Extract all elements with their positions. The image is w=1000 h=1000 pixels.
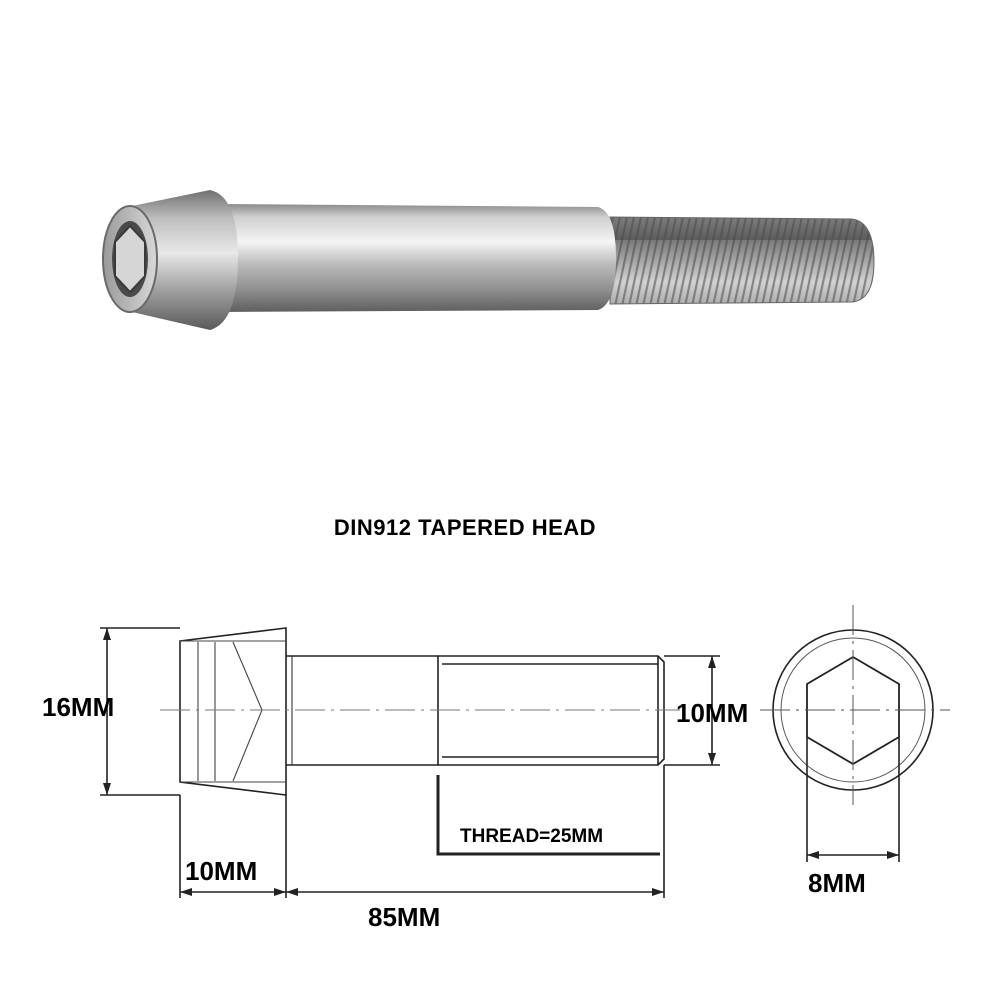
drawing-head-detail xyxy=(180,640,286,783)
dim-85mm-line xyxy=(286,765,665,898)
dim-8mm-line xyxy=(806,737,900,862)
photo-hex-socket-icon xyxy=(114,224,146,294)
photo-thread xyxy=(609,216,875,305)
photo-head xyxy=(102,190,238,330)
technical-drawing xyxy=(100,605,950,898)
photo-shank xyxy=(218,204,616,312)
label-thread-diameter: 10MM xyxy=(676,698,749,728)
label-shaft-length: 85MM xyxy=(368,902,441,932)
dim-16mm-line xyxy=(100,627,180,796)
label-thread-length: THREAD=25MM xyxy=(460,826,604,847)
end-view xyxy=(760,605,950,862)
dim-head-height-line xyxy=(179,795,287,898)
label-head-diameter: 16MM xyxy=(42,692,115,722)
label-hex-socket: 8MM xyxy=(808,868,866,898)
drawing-head-outline xyxy=(179,627,287,796)
bolt-photo xyxy=(102,190,875,330)
dim-thread-line xyxy=(436,775,660,856)
dim-10mm-dia-line xyxy=(664,655,720,766)
diagram-title: DIN912 TAPERED HEAD xyxy=(333,515,597,540)
label-head-height: 10MM xyxy=(185,856,258,886)
